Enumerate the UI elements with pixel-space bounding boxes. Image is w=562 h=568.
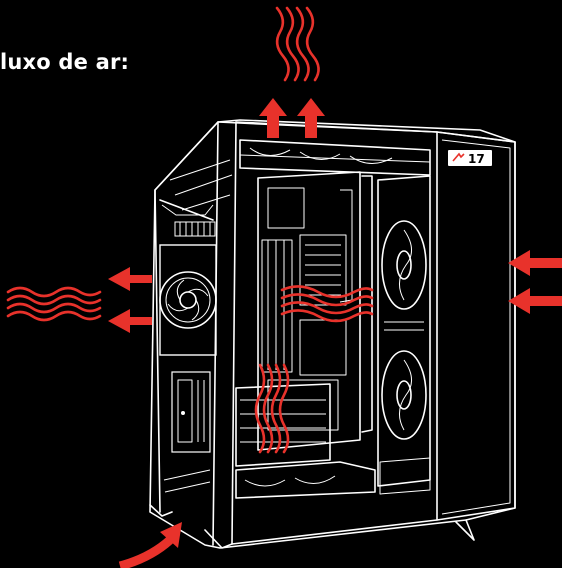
top-vent [175,222,215,236]
motherboard [236,172,360,466]
top-fans [240,140,430,175]
heat-wave-rear [8,288,100,320]
arrow-icon [508,288,562,314]
heat-wave-internal-vertical [256,365,288,452]
arrow-icon [108,309,152,333]
heat-wave-top [277,8,319,80]
fan-icon [160,272,216,328]
rear-io [172,372,210,452]
exhaust-arrows-top [259,98,325,138]
heat-wave-internal-horizontal [282,286,372,321]
case-logo-badge: 17 [448,150,492,166]
exhaust-arrows-rear [108,267,152,333]
arrow-icon [297,98,325,138]
intake-arrows-front [508,250,562,314]
pc-case: 17 [150,120,515,548]
arrow-icon [108,267,152,291]
side-fans [378,176,430,486]
arrow-icon [508,250,562,276]
diagram-title: luxo de ar: [0,50,129,74]
glass-side-panel [232,122,437,544]
intake-arrow-bottom [120,522,182,566]
arrow-icon [259,98,287,138]
rear-fan [160,245,216,355]
front-panel [437,132,515,520]
case-back-frame [155,122,218,512]
case-badge-text: 17 [468,152,485,166]
case-feet [150,470,474,548]
